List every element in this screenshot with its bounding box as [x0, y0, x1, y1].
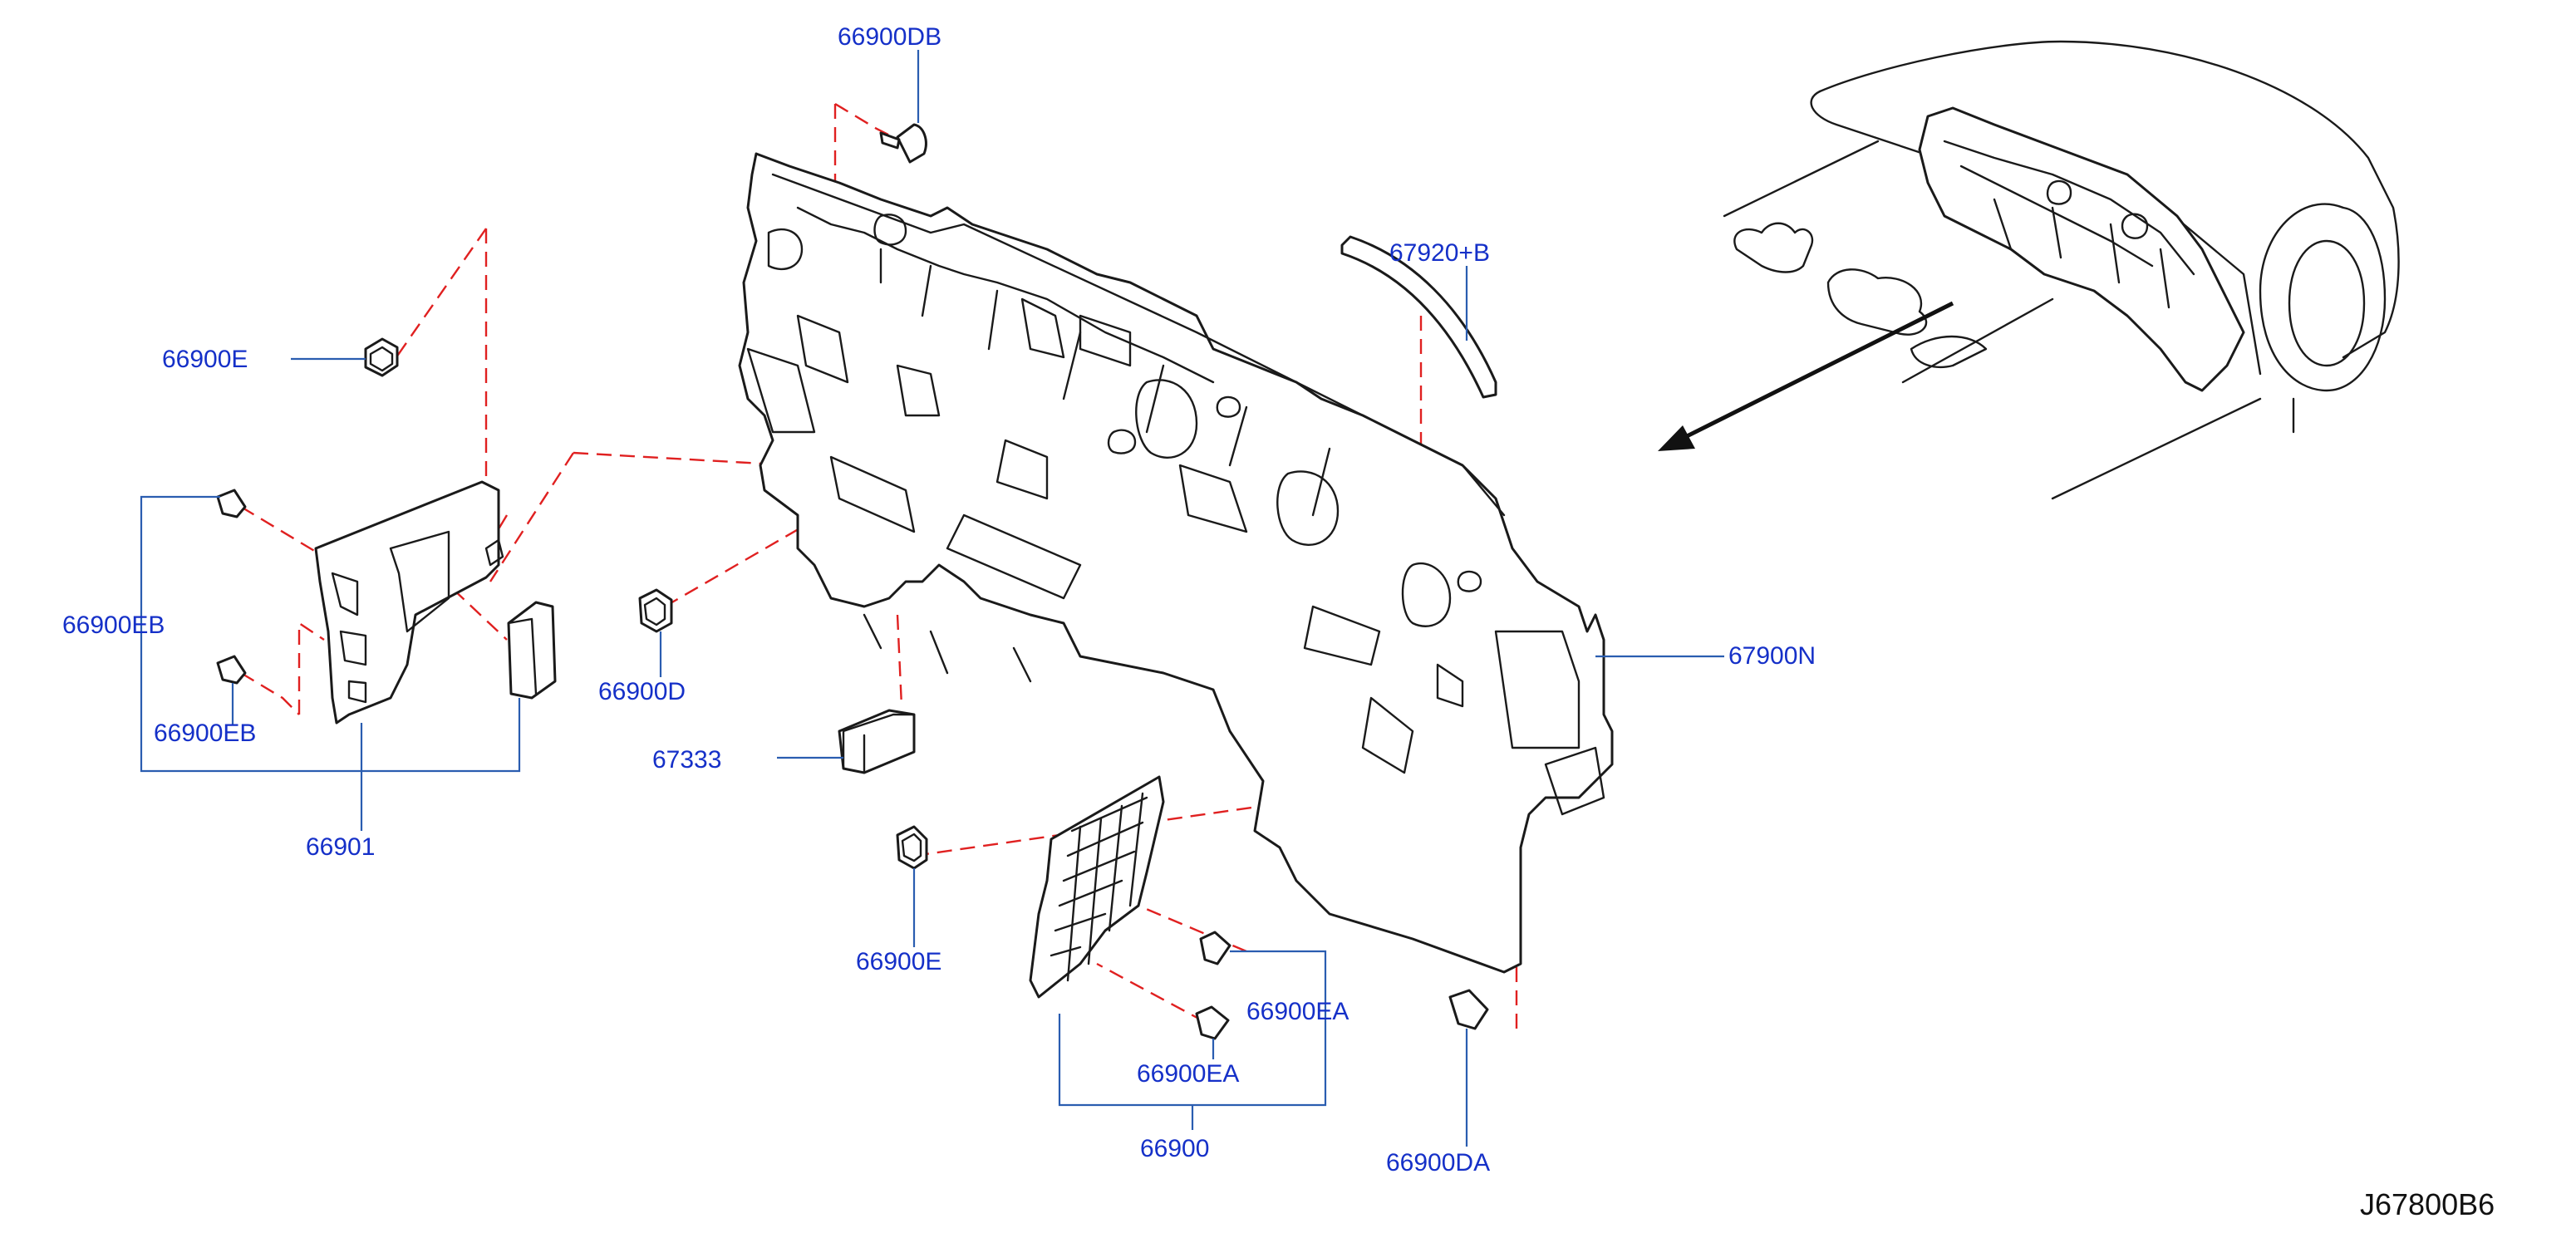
clip-66900DB — [879, 123, 927, 164]
callout-label-66900E-bottom: 66900E — [856, 948, 942, 975]
callout-label-67920B: 67920+B — [1389, 239, 1490, 267]
callout-label-66900EB-a: 66900EB — [62, 612, 165, 639]
callout-label-67333: 67333 — [652, 746, 722, 774]
nut-66900E-bottom — [896, 825, 928, 870]
callout-label-66900EB-b: 66900EB — [154, 720, 257, 747]
diagram-code: J67800B6 — [2360, 1187, 2495, 1221]
cap-part — [507, 601, 557, 700]
callout-label-66900DB: 66900DB — [838, 23, 942, 51]
clip-66900EA-b — [1195, 1005, 1230, 1040]
dash-insulator-67900N — [738, 152, 1614, 974]
callout-leaders — [140, 50, 1724, 1147]
clip-66900DA — [1448, 989, 1489, 1030]
callout-label-66900EA-b: 66900EA — [1137, 1060, 1240, 1088]
callout-label-66900E-top: 66900E — [162, 346, 248, 373]
clip-66900D — [638, 588, 673, 633]
clip-66900EA-a — [1199, 931, 1231, 965]
callout-label-66900DA: 66900DA — [1386, 1149, 1491, 1177]
vehicle-location-inset — [1723, 40, 2400, 500]
insulator-66900 — [1029, 775, 1165, 999]
callout-label-66901: 66901 — [306, 833, 376, 861]
weatherstrip-67920B — [1340, 235, 1497, 399]
callout-label-66900D: 66900D — [598, 678, 686, 705]
direction-arrow — [1658, 301, 1954, 451]
callout-label-66900: 66900 — [1140, 1135, 1210, 1162]
cover-66901 — [314, 480, 504, 725]
nut-66900E-top — [364, 337, 399, 377]
pad-67333 — [838, 709, 916, 774]
callout-label-66900EA-a: 66900EA — [1246, 998, 1349, 1025]
clip-66900EB-a — [216, 489, 247, 518]
clip-66900EB-b — [216, 655, 247, 685]
callout-label-67900N: 67900N — [1728, 642, 1816, 670]
